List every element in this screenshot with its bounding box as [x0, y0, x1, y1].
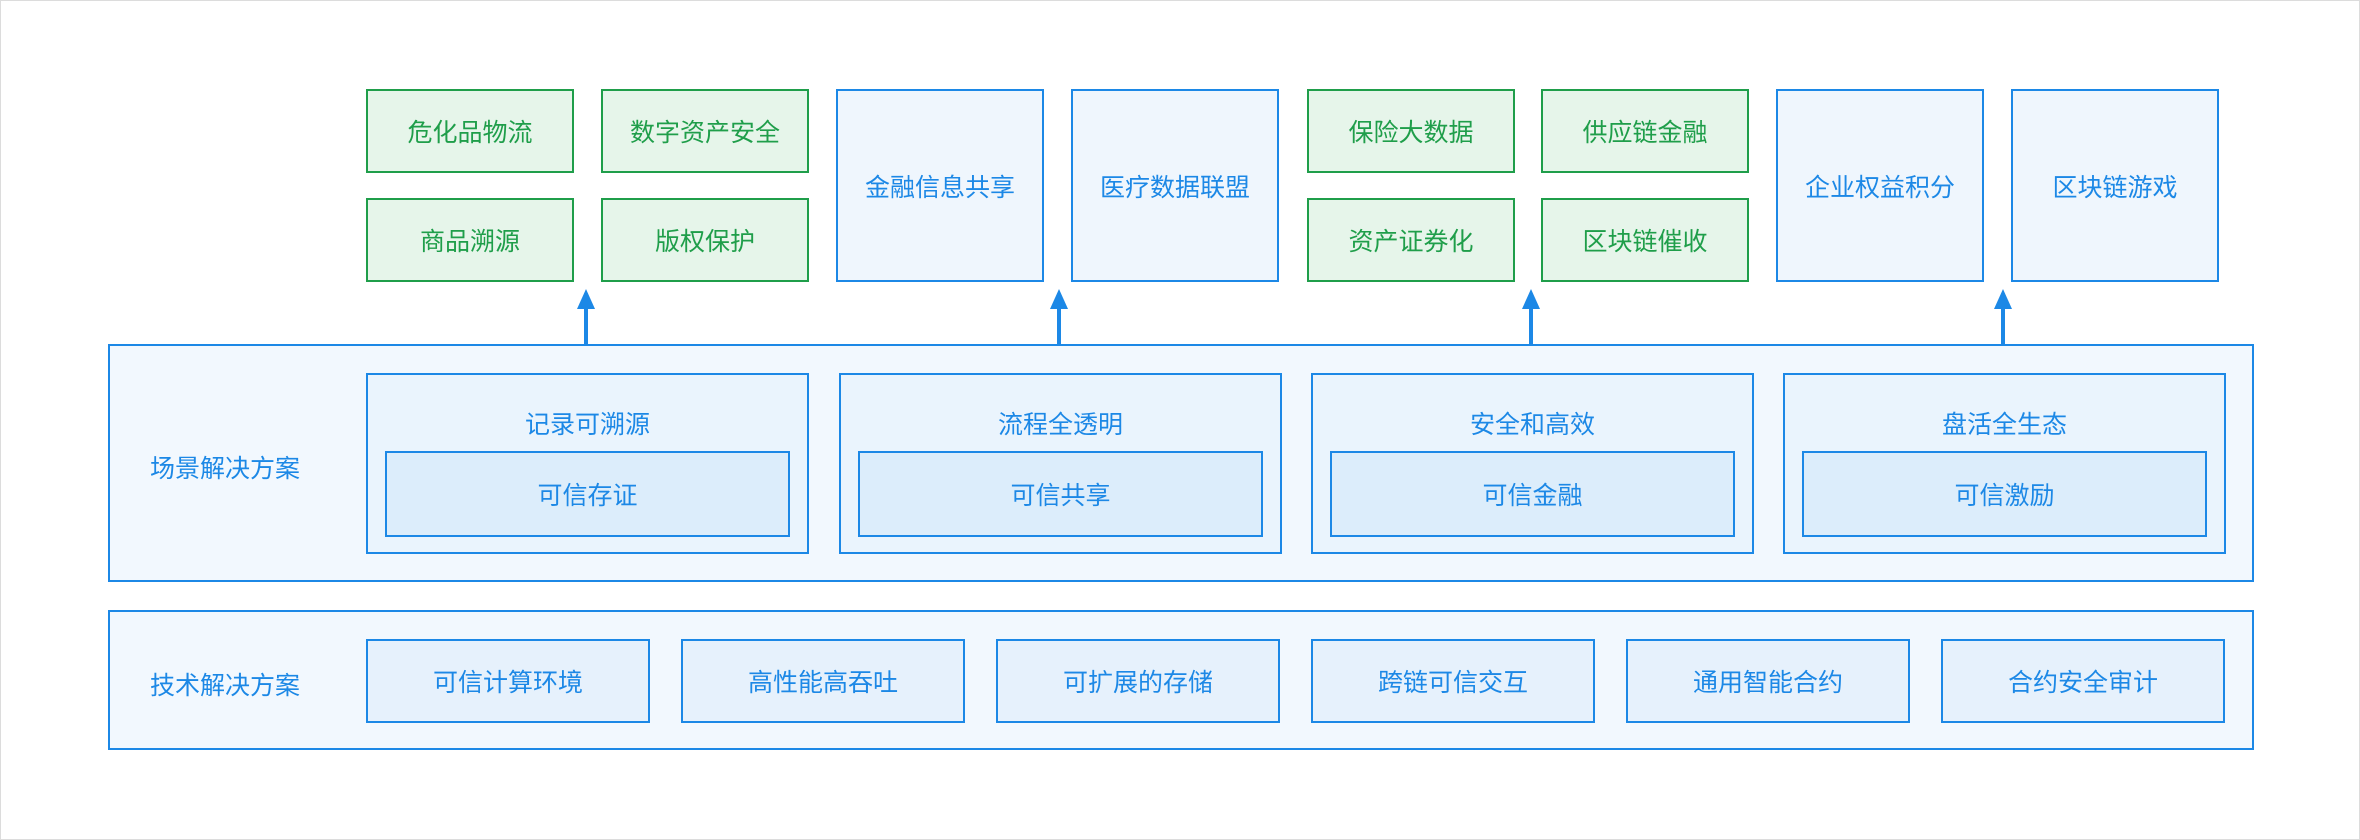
tech-item: 跨链可信交互	[1311, 639, 1595, 723]
tech-layer-panel: 技术解决方案 可信计算环境 高性能高吞吐 可扩展的存储 跨链可信交互 通用智能合…	[108, 610, 2254, 750]
tech-item: 合约安全审计	[1941, 639, 2225, 723]
app-box: 区块链游戏	[2011, 89, 2219, 282]
scene-card: 记录可溯源 可信存证	[366, 373, 809, 554]
app-box: 资产证券化	[1307, 198, 1515, 282]
app-box: 保险大数据	[1307, 89, 1515, 173]
scene-card-inner: 可信存证	[385, 451, 790, 537]
scene-card-title: 安全和高效	[1469, 410, 1595, 439]
scene-card-title: 流程全透明	[997, 410, 1123, 439]
tech-item: 可扩展的存储	[996, 639, 1280, 723]
scene-layer-label: 场景解决方案	[150, 454, 301, 483]
app-box: 区块链催收	[1541, 198, 1749, 282]
tech-layer-label: 技术解决方案	[150, 671, 301, 700]
scene-card-inner: 可信激励	[1802, 451, 2207, 537]
app-box: 商品溯源	[366, 198, 574, 282]
tech-item: 高性能高吞吐	[681, 639, 965, 723]
scene-card-title: 盘活全生态	[1941, 410, 2067, 439]
scene-card-inner: 可信金融	[1330, 451, 1735, 537]
scene-layer-panel: 场景解决方案 记录可溯源 可信存证 流程全透明 可信共享 安全和高效 可信金融 …	[108, 344, 2254, 582]
app-box: 医疗数据联盟	[1071, 89, 1279, 282]
scene-card-inner: 可信共享	[858, 451, 1263, 537]
tech-item: 通用智能合约	[1626, 639, 1910, 723]
scene-card-title: 记录可溯源	[524, 410, 650, 439]
app-box: 危化品物流	[366, 89, 574, 173]
app-box: 供应链金融	[1541, 89, 1749, 173]
tech-item: 可信计算环境	[366, 639, 650, 723]
app-box: 金融信息共享	[836, 89, 1044, 282]
app-box: 版权保护	[601, 198, 809, 282]
app-box: 数字资产安全	[601, 89, 809, 173]
app-box: 企业权益积分	[1776, 89, 1984, 282]
scene-card: 流程全透明 可信共享	[839, 373, 1282, 554]
scene-card: 安全和高效 可信金融	[1311, 373, 1754, 554]
scene-card: 盘活全生态 可信激励	[1783, 373, 2226, 554]
